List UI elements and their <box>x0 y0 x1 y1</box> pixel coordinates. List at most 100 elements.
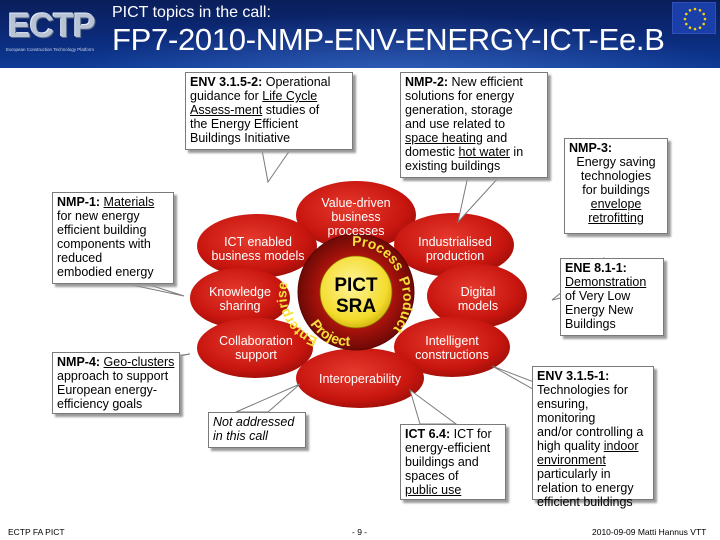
callout-text: particularly in <box>537 467 611 481</box>
center-label-pict: PICT <box>334 275 378 296</box>
callout-text: approach to support <box>57 369 169 383</box>
callout-code: NMP-3: <box>569 141 613 155</box>
bubble-label-interoperability: Interoperability <box>304 372 416 386</box>
callout-text: guidance for <box>190 89 259 103</box>
callout-code: ENV 3.1.5-1: <box>537 369 610 383</box>
callout-text: indoor <box>603 439 639 453</box>
callout-nmp2: NMP-2: New efficient solutions for energ… <box>400 72 548 178</box>
callout-text: Buildings Initiative <box>190 131 291 145</box>
header-background <box>0 0 720 68</box>
bubble-text: Digital <box>460 285 496 299</box>
bubble-text: Interoperability <box>319 372 401 386</box>
callout-text: generation, storage <box>405 103 513 117</box>
callout-text: for new energy <box>57 209 140 223</box>
callout-text: Materials <box>103 195 155 209</box>
callout-code: ENE 8.1-1: <box>565 261 627 275</box>
callout-text: public use <box>405 483 462 497</box>
callout-text: Assess-ment <box>190 103 263 117</box>
callout-env-3151: ENV 3.1.5-1: Technologies for ensuring, … <box>532 366 654 509</box>
bubble-collaboration <box>197 318 313 378</box>
ectp-logo: ECTP European Construction Technology Pl… <box>2 3 102 63</box>
callout-text: technologies <box>580 169 652 183</box>
callout-ict-64: ICT 6.4: ICT for energy-efficient buildi… <box>400 424 506 500</box>
callout-text: domestic <box>405 145 456 159</box>
bubble-text: ICT enabled <box>224 235 292 249</box>
bubble-text: support <box>235 348 277 362</box>
callout-nmp3: NMP-3: Energy saving technologies for bu… <box>564 138 668 234</box>
callout-text: European energy- <box>57 383 158 397</box>
callout-code: NMP-1: <box>57 195 101 209</box>
callout-text: space heating <box>405 131 483 145</box>
callout-text: New efficient <box>451 75 523 89</box>
bubble-digital-models <box>427 264 527 328</box>
callout-text: Technologies for <box>537 383 629 397</box>
logo-text: ECTP <box>8 7 96 45</box>
callout-code: ICT 6.4: <box>405 427 451 441</box>
callout-ene-811: ENE 8.1-1: Demonstration of Very Low Ene… <box>560 258 664 336</box>
callout-text: Life Cycle <box>262 89 318 103</box>
eu-flag-icon <box>672 2 716 34</box>
bubble-knowledge-sharing <box>190 268 290 328</box>
callout-text: embodied energy <box>57 265 154 279</box>
logo-subtext: European Construction Technology Platfor… <box>6 47 94 52</box>
bubble-label-digital-models: Digital models <box>440 285 516 313</box>
callout-text: for buildings <box>582 183 650 197</box>
callout-text: of Very Low <box>565 289 631 303</box>
bubble-text: Collaboration <box>219 334 293 348</box>
slide-header: ECTP European Construction Technology Pl… <box>0 0 720 68</box>
bubble-text: models <box>457 299 499 313</box>
bubble-interoperability <box>296 348 424 408</box>
callout-text: the Energy Efficient <box>190 117 299 131</box>
bubble-label-intelligent: Intelligent constructions <box>404 334 500 362</box>
callout-nmp4: NMP-4: Geo-clusters approach to support … <box>52 352 180 414</box>
callout-text: existing buildings <box>405 159 501 173</box>
bubble-label-ict-enabled: ICT enabled business models <box>204 235 312 263</box>
bubble-label-knowledge-sharing: Knowledge sharing <box>198 285 282 313</box>
bubble-industrialised <box>394 213 514 277</box>
bubble-label-collaboration: Collaboration support <box>210 334 302 362</box>
bubble-text: production <box>425 249 485 263</box>
callout-text: and/or controlling a <box>537 425 644 439</box>
callout-not-addressed: Not addressed in this call <box>208 412 306 448</box>
callout-text: spaces of <box>405 469 459 483</box>
callout-code: ENV 3.1.5-2: <box>190 75 263 89</box>
bubble-text: sharing <box>219 299 261 313</box>
callout-env-3152: ENV 3.1.5-2: Operational guidance for Li… <box>185 72 353 150</box>
bubble-value-driven <box>296 181 416 249</box>
callout-text: efficient building <box>57 223 147 237</box>
callout-text: environment <box>537 453 606 467</box>
callout-text: reduced <box>57 251 103 265</box>
bubble-text: Industrialised <box>418 235 492 249</box>
bubble-label-industrialised: Industrialised production <box>406 235 504 263</box>
callout-text: relation to energy <box>537 481 634 495</box>
callout-text: solutions for energy <box>405 89 515 103</box>
footer-right: 2010-09-09 Matti Hannus VTT <box>592 527 707 537</box>
footer-left: ECTP FA PICT <box>8 527 65 537</box>
callout-nmp1: NMP-1: Materials for new energy efficien… <box>52 192 174 284</box>
bubble-ict-enabled <box>197 214 317 278</box>
bubble-text: Knowledge <box>209 285 271 299</box>
callout-text: Energy New <box>565 303 634 317</box>
footer-page-number: - 9 - <box>352 527 368 537</box>
bubble-text: processes <box>327 224 385 238</box>
callout-text: buildings and <box>405 455 479 469</box>
callout-text: in <box>513 145 524 159</box>
callout-text: in this call <box>213 429 268 443</box>
callout-text: energy-efficient <box>405 441 491 455</box>
callout-text: envelope <box>590 197 642 211</box>
callout-text: ensuring, monitoring <box>537 397 596 425</box>
callout-text: high quality <box>537 439 601 453</box>
callout-text: Not addressed <box>213 415 295 429</box>
callout-text: efficiency goals <box>57 397 143 411</box>
callout-text: studies of <box>265 103 320 117</box>
callout-text: Operational <box>265 75 331 89</box>
bubble-text: Intelligent <box>425 334 479 348</box>
callout-text: Buildings <box>565 317 616 331</box>
bubble-text: business models <box>211 249 305 263</box>
bubble-label-value-driven: Value-driven business processes <box>304 196 408 238</box>
slide-subtitle: PICT topics in the call: <box>112 4 271 21</box>
bubble-intelligent <box>394 317 510 377</box>
bubble-text: constructions <box>415 348 489 362</box>
center-label-sra: SRA <box>336 296 376 317</box>
